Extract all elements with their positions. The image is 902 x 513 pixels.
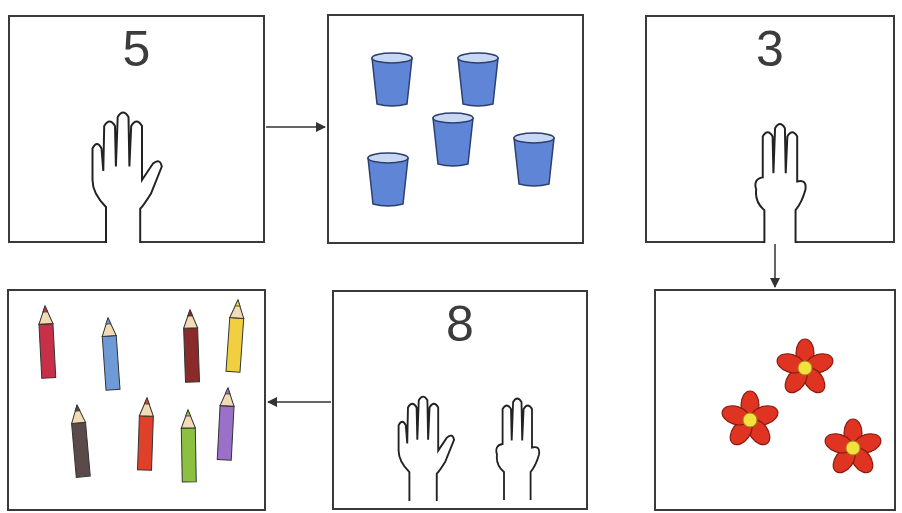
number-label: 3 (647, 21, 893, 77)
pencil-drawing (38, 306, 56, 379)
flower-drawing (775, 339, 836, 397)
hand-drawing (755, 124, 805, 243)
cup-drawing (458, 53, 498, 106)
number-label: 8 (334, 296, 586, 352)
picture-panel (655, 290, 895, 510)
flower-drawing (720, 391, 781, 449)
flow-arrow (266, 126, 325, 128)
pencil-drawing (181, 410, 196, 482)
number-label: 5 (10, 21, 263, 77)
cup-drawing (372, 53, 412, 106)
pencil-drawing (217, 388, 235, 461)
flow-arrow (774, 244, 776, 287)
pencil-drawing (70, 404, 90, 477)
pencil-drawing (183, 310, 200, 382)
pencil-drawing (137, 398, 154, 470)
pencil-drawing (101, 318, 120, 391)
cup-drawing (514, 133, 554, 186)
picture-panel (328, 15, 583, 243)
flow-arrow (268, 401, 331, 403)
hand-drawing (496, 399, 539, 501)
hand-drawing (93, 113, 162, 244)
pencil-drawing (226, 300, 245, 373)
flower-drawing (823, 419, 884, 477)
number-panel: 8 (332, 290, 588, 510)
cup-drawing (433, 113, 473, 166)
picture-panel (8, 290, 265, 510)
cup-drawing (368, 153, 408, 206)
hand-drawing (399, 397, 454, 501)
